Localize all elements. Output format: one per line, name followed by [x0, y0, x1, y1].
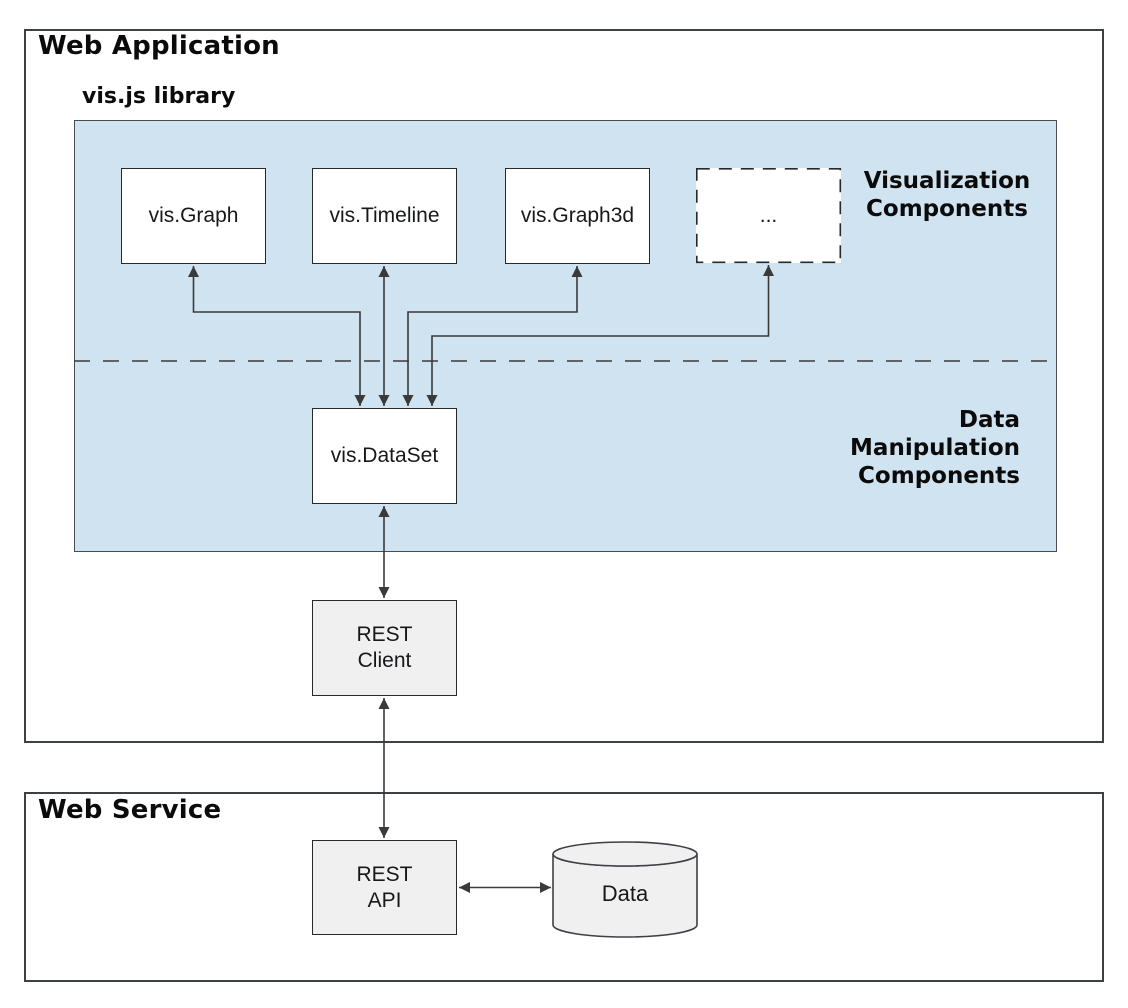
- node-vis-graph3d: vis.Graph3d: [505, 168, 650, 264]
- node-rest-api: REST API: [312, 840, 457, 935]
- node-vis-dataset-label: vis.DataSet: [330, 444, 439, 467]
- node-vis-dataset: vis.DataSet: [312, 408, 457, 504]
- node-vis-graph: vis.Graph: [121, 168, 266, 264]
- data-store-label: Data: [601, 881, 649, 906]
- node-more-components: ...: [696, 168, 841, 263]
- visualization-components-label: Visualization Components: [863, 168, 1031, 222]
- node-rest-api-label: REST API: [356, 862, 413, 912]
- web-service-title: Web Service: [38, 795, 222, 825]
- data-manipulation-components-label: Data Manipulation Components: [850, 407, 1020, 489]
- visjs-library-title: vis.js library: [82, 84, 236, 109]
- node-vis-graph-label: vis.Graph: [148, 204, 239, 227]
- node-more-components-label: ...: [759, 203, 778, 227]
- web-application-title: Web Application: [38, 31, 280, 61]
- node-rest-client: REST Client: [312, 600, 457, 696]
- node-rest-client-label: REST Client: [356, 623, 413, 672]
- node-vis-timeline: vis.Timeline: [312, 168, 457, 264]
- node-vis-graph3d-label: vis.Graph3d: [520, 204, 635, 227]
- node-vis-timeline-label: vis.Timeline: [329, 204, 440, 227]
